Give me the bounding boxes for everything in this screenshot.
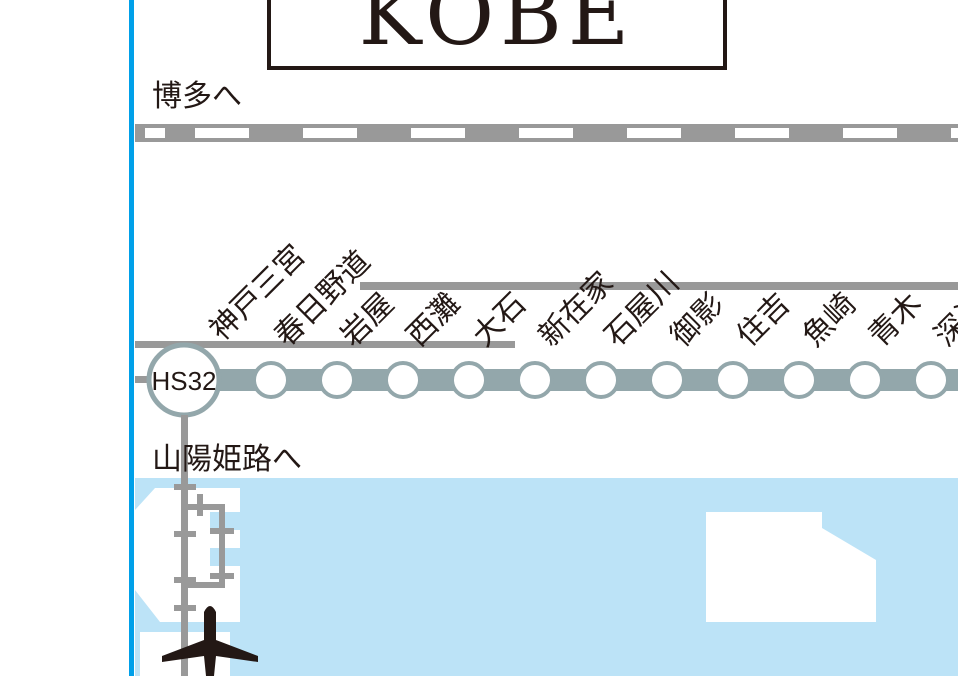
station-label: 石屋川: [598, 265, 686, 353]
hanshin-main-line: [175, 369, 958, 391]
station-marker[interactable]: [714, 361, 752, 399]
to-hakata-label: 博多へ: [152, 79, 242, 114]
airport-line: [181, 415, 188, 485]
station-marker[interactable]: [648, 361, 686, 399]
station-label: 青木: [862, 286, 929, 353]
station-marker[interactable]: [582, 361, 620, 399]
station-marker[interactable]: [384, 361, 422, 399]
station-label: 住吉: [730, 286, 797, 353]
airplane-icon: [162, 606, 258, 676]
jr-line-upper: [360, 282, 958, 290]
station-marker[interactable]: [516, 361, 554, 399]
map-border: [129, 0, 134, 676]
port-liner-line: [174, 484, 234, 676]
station-label: 新在家: [532, 265, 620, 353]
title-box: [267, 0, 727, 70]
station-marker[interactable]: [450, 361, 488, 399]
jr-line: [135, 341, 515, 348]
station-marker[interactable]: [912, 361, 950, 399]
station-marker[interactable]: [252, 361, 290, 399]
station-marker[interactable]: [846, 361, 884, 399]
to-himeji-label: 山陽姫路へ: [152, 442, 302, 477]
station-markers: [252, 361, 950, 399]
station-code: HS32: [151, 366, 216, 396]
shinkansen-dashes: [145, 128, 958, 138]
station-marker[interactable]: [780, 361, 818, 399]
station-label: 深江: [928, 286, 958, 353]
title: KOBE: [359, 0, 635, 64]
station-label: 魚崎: [796, 286, 863, 353]
station-marker[interactable]: [318, 361, 356, 399]
port-island-land: [706, 512, 876, 622]
